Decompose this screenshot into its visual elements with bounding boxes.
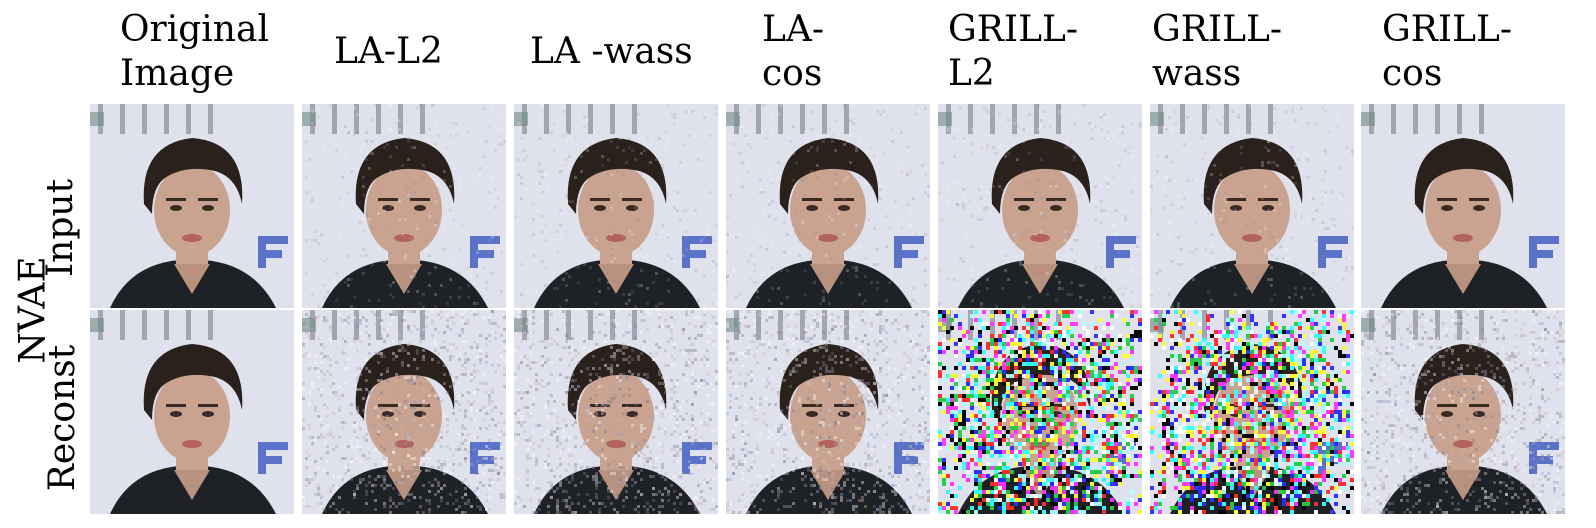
image-reconst-la-wass [514,310,718,514]
image-reconst-original [90,310,294,514]
image-reconst-grill-l2 [938,310,1142,514]
row-label-input: Input [40,178,82,278]
image-reconst-grill-wass [1150,310,1354,514]
column-header-la-l2: LA-L2 [334,31,443,72]
column-header-la-cos: LA- cos [762,9,825,94]
image-reconst-la-l2 [302,310,506,514]
column-header-grill-wass: GRILL- wass [1152,9,1283,94]
column-header-la-wass: LA -wass [530,31,693,72]
image-input-la-wass [514,104,718,308]
column-header-original: Original Image [120,9,269,94]
image-input-grill-cos [1361,104,1565,308]
column-header-grill-cos: GRILL- cos [1382,9,1513,94]
image-reconst-grill-cos [1361,310,1565,514]
row-label-reconst: Reconst [42,344,84,492]
image-input-la-cos [726,104,930,308]
image-input-la-l2 [302,104,506,308]
image-input-grill-wass [1150,104,1354,308]
image-input-grill-l2 [938,104,1142,308]
image-input-original [90,104,294,308]
column-header-grill-l2: GRILL- L2 [948,9,1079,94]
image-reconst-la-cos [726,310,930,514]
